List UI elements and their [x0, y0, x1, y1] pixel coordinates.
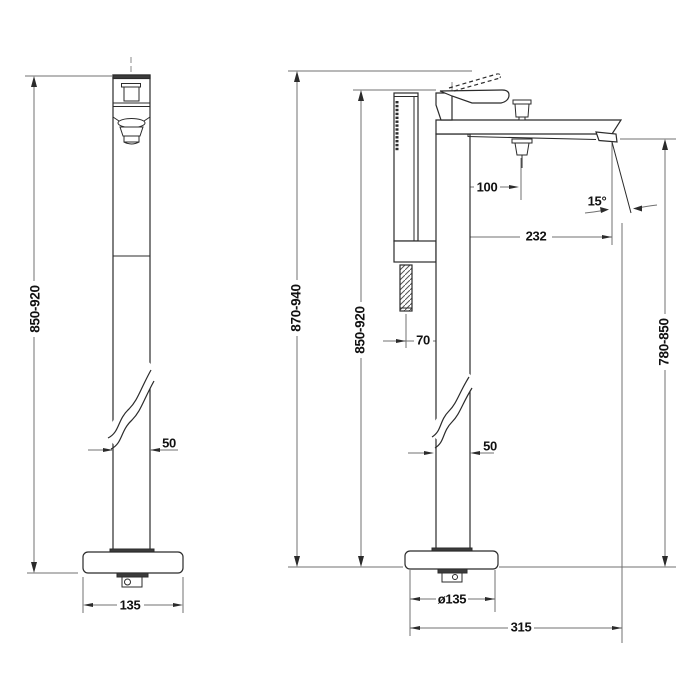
dim-overall-depth: 315: [510, 619, 532, 635]
dim-front-height-range: 850-920: [27, 285, 43, 333]
arrowheads: [31, 71, 668, 630]
dim-handshower-offset: 70: [416, 332, 430, 348]
side-view-faucet: [393, 73, 632, 583]
dim-spout-reach: 232: [525, 228, 547, 244]
dim-base-diameter: ø135: [437, 591, 467, 607]
dim-side-body-height: 850-920: [352, 306, 368, 354]
dim-spout-angle: 15°: [587, 193, 607, 209]
dim-diverter-offset: 100: [476, 179, 498, 195]
dim-outlet-height-range: 780-850: [656, 318, 672, 366]
dim-front-base-width: 135: [119, 597, 141, 613]
spray-dots: [395, 101, 399, 151]
dim-front-column-width: 50: [162, 435, 176, 451]
dim-side-column-width: 50: [483, 438, 497, 454]
front-view-faucet: [82, 74, 184, 588]
dim-side-overall-height: 870-940: [288, 284, 304, 332]
